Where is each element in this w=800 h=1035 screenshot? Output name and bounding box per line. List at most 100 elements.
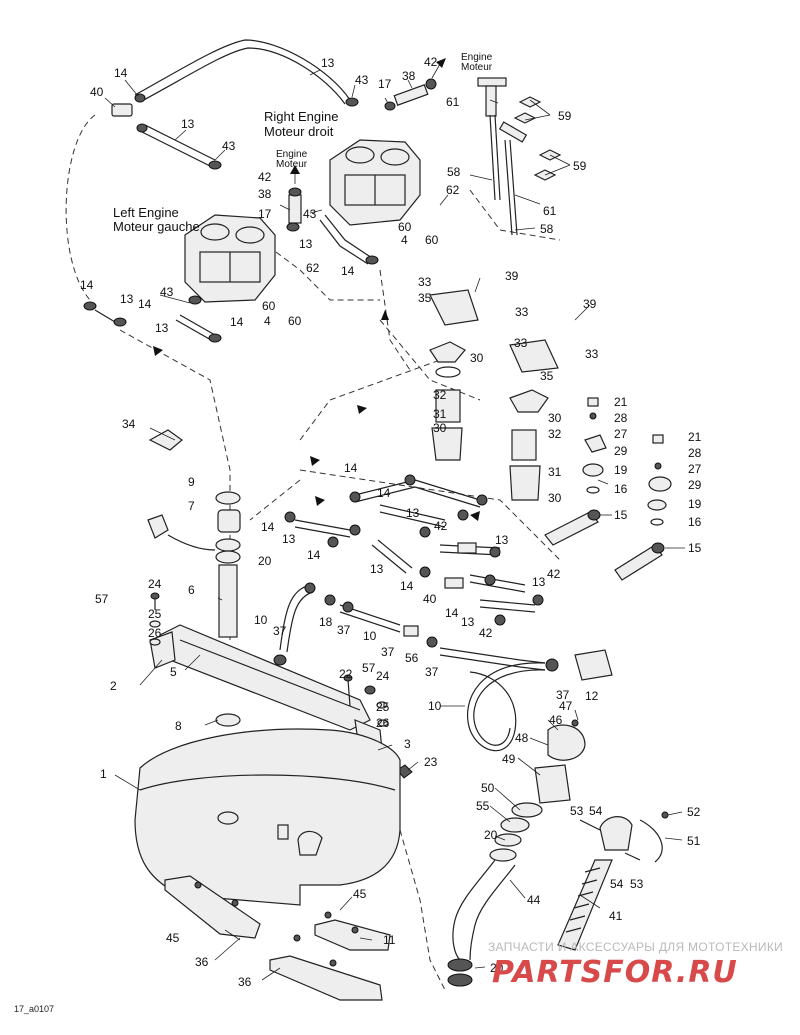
callout-35: 35	[540, 369, 554, 383]
left-engine-arrow-label-fr: Moteur	[276, 159, 308, 170]
callout-57: 57	[95, 592, 109, 606]
callout-55: 55	[476, 799, 490, 813]
callout-42: 42	[479, 626, 493, 640]
callout-1: 1	[100, 767, 107, 781]
callout-60: 60	[288, 314, 302, 328]
callout-16: 16	[614, 482, 628, 496]
watermark-logo: PARTSFOR.RU	[492, 955, 738, 990]
callout-62: 62	[306, 261, 320, 275]
callout-36: 36	[238, 975, 252, 989]
callout-23: 23	[424, 755, 438, 769]
callout-20: 20	[490, 961, 504, 975]
callout-57: 57	[362, 661, 376, 675]
callout-36: 36	[195, 955, 209, 969]
callout-19: 19	[614, 463, 628, 477]
callout-30: 30	[433, 421, 447, 435]
callout-37: 37	[337, 623, 351, 637]
callout-2: 2	[110, 679, 117, 693]
callout-30: 30	[548, 411, 562, 425]
callout-59: 59	[573, 159, 587, 173]
callout-54: 54	[610, 877, 624, 891]
callout-61: 61	[446, 95, 460, 109]
callout-25: 25	[148, 607, 162, 621]
callout-13: 13	[321, 56, 335, 70]
callout-29: 29	[614, 444, 628, 458]
callout-45: 45	[166, 931, 180, 945]
callout-53: 53	[570, 804, 584, 818]
callout-58: 58	[540, 222, 554, 236]
callout-20: 20	[484, 828, 498, 842]
callout-13: 13	[282, 532, 296, 546]
callout-28: 28	[688, 446, 702, 460]
callout-11: 11	[383, 933, 396, 947]
callout-43: 43	[160, 285, 174, 299]
left-engine-carburetor	[184, 214, 276, 303]
top-return-hose	[134, 39, 351, 168]
carb-hoses	[83, 214, 379, 343]
callout-33: 33	[514, 336, 528, 350]
callout-54: 54	[589, 804, 603, 818]
callout-46: 46	[549, 713, 563, 727]
callout-33: 33	[418, 275, 432, 289]
callout-31: 31	[433, 407, 447, 421]
callout-37: 37	[556, 688, 570, 702]
callout-14: 14	[307, 548, 321, 562]
callout-14: 14	[400, 579, 414, 593]
callout-43: 43	[303, 207, 317, 221]
callout-33: 33	[515, 305, 529, 319]
callout-numbers: 1 2 3 4 4 5 6 7 8 9 10 10 10 11 12 13 13…	[80, 55, 702, 989]
callout-26: 26	[376, 716, 390, 730]
filler-vent-assembly	[557, 811, 669, 951]
callout-7: 7	[188, 499, 195, 513]
callout-38: 38	[258, 187, 272, 201]
callout-26: 26	[148, 626, 162, 640]
callout-40: 40	[90, 85, 104, 99]
callout-21: 21	[688, 430, 702, 444]
callout-10: 10	[363, 629, 377, 643]
callout-19: 19	[688, 497, 702, 511]
callout-48: 48	[515, 731, 529, 745]
callout-16: 16	[688, 515, 702, 529]
right-engine-arrow-label-en: Engine	[461, 52, 493, 63]
callout-37: 37	[425, 665, 439, 679]
callout-13: 13	[299, 237, 313, 251]
callout-32: 32	[433, 388, 447, 402]
callout-33: 33	[585, 347, 599, 361]
left-engine-arrow-label-en: Engine	[276, 149, 308, 160]
tee-fitting-upper-left	[111, 93, 359, 170]
callout-47: 47	[559, 699, 573, 713]
right-engine-carburetor	[329, 139, 421, 226]
callout-13: 13	[461, 615, 475, 629]
callout-42: 42	[258, 170, 272, 184]
callout-17: 17	[258, 207, 272, 221]
primer-small-parts	[582, 397, 672, 526]
callout-10: 10	[428, 699, 442, 713]
callout-14: 14	[445, 606, 459, 620]
fuel-level-sensor-wire	[147, 429, 216, 551]
callout-59: 59	[558, 109, 572, 123]
callout-42: 42	[424, 55, 438, 69]
callout-31: 31	[548, 465, 562, 479]
callout-29: 29	[688, 478, 702, 492]
callout-14: 14	[344, 461, 358, 475]
primer-tubes	[544, 509, 665, 581]
callout-27: 27	[614, 427, 628, 441]
callout-45: 45	[353, 887, 367, 901]
fuel-pump-right	[509, 339, 559, 501]
callout-13: 13	[120, 292, 134, 306]
middle-hose-network	[284, 474, 544, 626]
right-engine-label-en: Right Engine	[264, 109, 338, 124]
callout-60: 60	[425, 233, 439, 247]
filler-neck-assembly	[447, 719, 586, 987]
callout-35: 35	[418, 291, 432, 305]
callout-32: 32	[548, 427, 562, 441]
callout-14: 14	[80, 278, 94, 292]
callout-43: 43	[355, 73, 369, 87]
callout-62: 62	[446, 183, 460, 197]
callout-38: 38	[402, 69, 416, 83]
vent-hose-10	[273, 582, 613, 752]
callout-13: 13	[155, 321, 169, 335]
callout-10: 10	[254, 613, 268, 627]
